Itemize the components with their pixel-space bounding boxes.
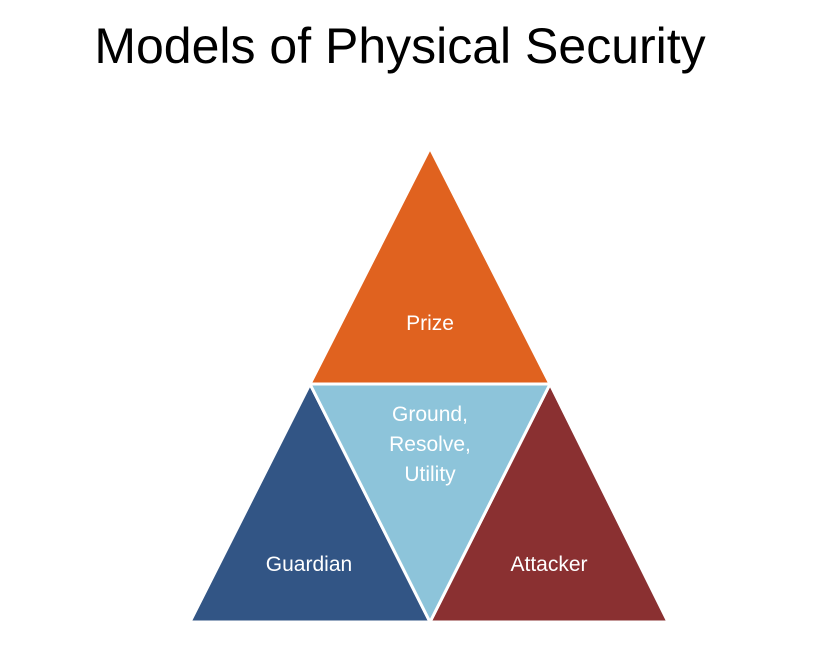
page-title: Models of Physical Security [94, 18, 706, 74]
guardian-label: Guardian [266, 553, 352, 576]
center-triangle [307, 382, 553, 626]
prize-triangle [307, 144, 553, 386]
center-label-line-3: Utility [404, 463, 456, 486]
attacker-label: Attacker [510, 553, 587, 576]
center-label-line-1: Ground, [392, 403, 468, 426]
prize-label: Prize [406, 312, 454, 335]
center-label-line-2: Resolve, [389, 433, 471, 456]
